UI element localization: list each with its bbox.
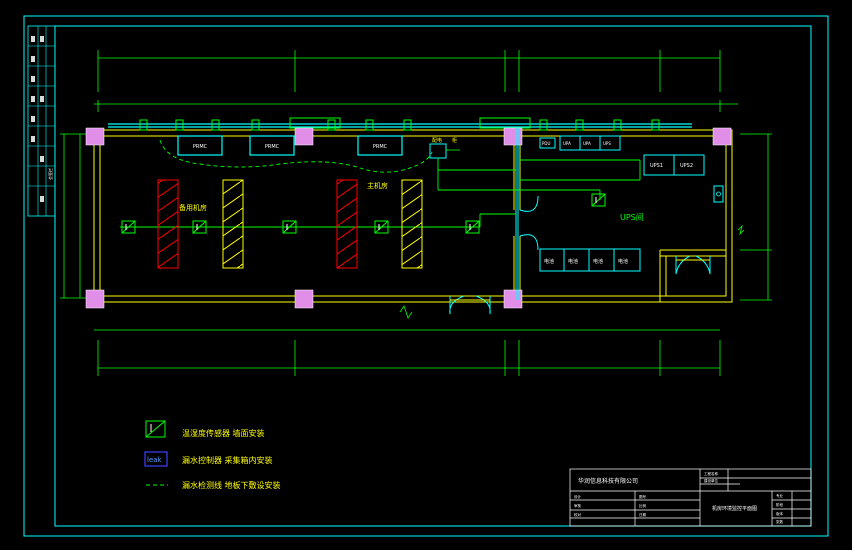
top-dimensions xyxy=(94,50,738,112)
air-conditioner-1 xyxy=(177,135,223,156)
ac-3-label: PRMC xyxy=(373,144,388,150)
legend-line-text: 漏水检测线 地板下敷设安装 xyxy=(182,480,281,490)
svg-text:专业: 专业 xyxy=(776,493,784,498)
battery-group xyxy=(539,248,641,272)
top-pipe xyxy=(108,123,692,128)
svg-text:校对: 校对 xyxy=(574,512,582,517)
rack-yellow-2 xyxy=(401,179,423,269)
sensor-2 xyxy=(192,220,207,234)
leak-legend-icon xyxy=(144,451,168,467)
battery-label-1: 电池 xyxy=(544,258,554,265)
dist-label-1: 配电 xyxy=(432,137,442,144)
column xyxy=(503,289,523,309)
legend-leak-label: leak xyxy=(147,456,163,464)
ups-2-label: UPS2 xyxy=(680,163,693,169)
ups-1-label: UPS1 xyxy=(650,163,663,169)
rack-yellow-1 xyxy=(222,179,244,269)
legend: 温湿度传感器 墙面安装 leak 漏水控制器 采集箱内安装 漏水检测线 地板下敷… xyxy=(144,420,281,490)
battery-label-2: 电池 xyxy=(568,258,578,265)
svg-text:审核: 审核 xyxy=(574,503,582,508)
column xyxy=(712,127,732,146)
sensor-4 xyxy=(374,220,389,234)
leak-controller xyxy=(713,185,724,203)
column xyxy=(294,289,314,309)
battery-label-3: 电池 xyxy=(593,258,603,265)
sensor-legend-icon xyxy=(145,420,166,438)
left-dimensions xyxy=(60,133,94,299)
air-conditioner-group: PRMC PRMC PRMC xyxy=(177,135,403,156)
ac-1-label: PRMC xyxy=(193,144,208,150)
room-label-ups: UPS间 xyxy=(620,213,644,222)
cabinet-ups-small xyxy=(599,135,621,151)
upa-a-label: UPA xyxy=(583,141,591,146)
bottom-dimensions xyxy=(94,305,721,376)
ups-small-label: UPS xyxy=(603,141,611,146)
upa-label: UPA xyxy=(563,141,571,146)
dist-label-2: 柜 xyxy=(452,137,457,144)
ac-2-label: PRMC xyxy=(265,144,280,150)
svg-text:张数: 张数 xyxy=(776,519,784,524)
title-block-drawing-title: 机房环境监控平面图 xyxy=(712,505,757,512)
signature-strip: 会签栏 xyxy=(27,25,56,217)
walls xyxy=(93,129,733,303)
inner-frame xyxy=(54,25,812,527)
title-block xyxy=(569,468,812,527)
svg-text:工程名称: 工程名称 xyxy=(704,471,718,476)
column xyxy=(85,127,105,146)
svg-text:图号: 图号 xyxy=(639,494,647,499)
title-block-company: 华润信息科技有限公司 xyxy=(578,477,638,485)
legend-sensor-text: 温湿度传感器 墙面安装 xyxy=(182,428,265,438)
svg-text:日期: 日期 xyxy=(639,512,647,517)
side-strip-label: 会签栏 xyxy=(47,168,53,180)
ups-room-equipment: PDU UPA UPA UPS UPS1 UPS2 电池 电池 电池 电池 xyxy=(539,135,724,272)
air-conditioner-3 xyxy=(357,135,403,156)
leak-detection-line xyxy=(159,139,433,173)
svg-text:阶段: 阶段 xyxy=(776,502,784,507)
sensor-wiring xyxy=(120,158,641,228)
svg-text:版本: 版本 xyxy=(776,511,784,516)
title-block-cells: 设计 审核 校对 图号 比例 日期 工程名称 建设单位 专业 阶段 版本 张数 xyxy=(574,471,784,524)
riser-pipes xyxy=(515,128,519,300)
svg-text:设计: 设计 xyxy=(574,494,582,499)
pdu-label: PDU xyxy=(542,141,550,146)
room-label-main: 主机房 xyxy=(367,181,388,190)
pdu-box xyxy=(539,137,556,149)
column xyxy=(294,127,314,146)
battery-label-4: 电池 xyxy=(618,258,628,265)
rack-red-1 xyxy=(157,179,179,269)
sensor-3 xyxy=(282,220,297,234)
column xyxy=(503,127,523,146)
svg-text:比例: 比例 xyxy=(639,503,647,508)
sensor-5 xyxy=(465,220,480,234)
legend-leak-text: 漏水控制器 采集箱内安装 xyxy=(182,455,273,465)
temp-humidity-sensors xyxy=(121,193,606,234)
sensor-1 xyxy=(121,220,136,234)
room-label-backup: 备用机房 xyxy=(179,203,207,212)
air-conditioner-2 xyxy=(249,135,295,156)
outer-frame xyxy=(23,15,829,537)
sensor-6 xyxy=(591,193,606,207)
svg-text:建设单位: 建设单位 xyxy=(704,478,718,483)
doors xyxy=(449,195,711,315)
server-racks xyxy=(157,179,423,269)
rack-red-2 xyxy=(336,179,358,269)
right-dimensions xyxy=(737,133,772,301)
column xyxy=(85,289,105,309)
distribution-box: 配电 柜 xyxy=(429,137,460,159)
